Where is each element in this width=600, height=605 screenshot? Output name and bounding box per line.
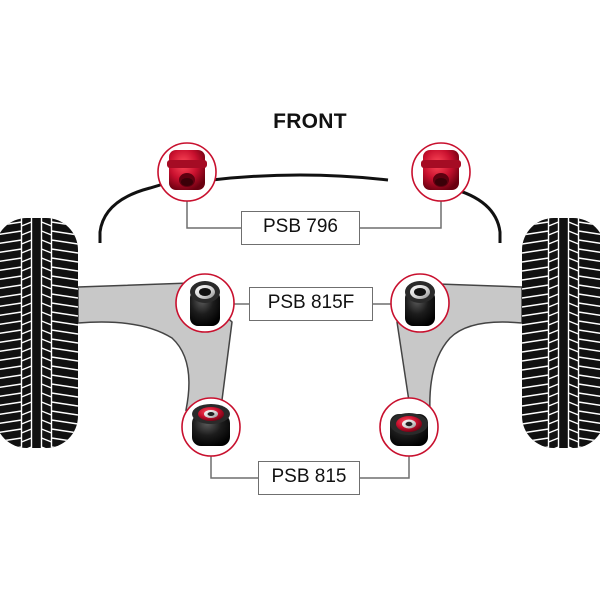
tread-sipe (0, 338, 78, 344)
bush-callout-815f-left (175, 273, 235, 333)
bush-callout-815-right (379, 397, 439, 457)
leader-796-left (186, 200, 241, 229)
tread-sipe (522, 320, 600, 326)
bush-callout-796-left (157, 142, 217, 202)
part-label-psb-815f: PSB 815F (249, 287, 373, 321)
tread-sipe (0, 365, 78, 371)
tread-sipe (522, 347, 600, 353)
tread-sipe (522, 239, 600, 245)
tread-sipe (0, 284, 78, 290)
tread-sipe (0, 311, 78, 317)
tread-sipe (0, 293, 78, 299)
tread-sipe (0, 275, 78, 281)
tread-sipe (522, 275, 600, 281)
tread-sipe (0, 248, 78, 254)
leader-796-right (360, 200, 442, 229)
tread-sipe (522, 365, 600, 371)
leader-815-right (360, 455, 410, 479)
anti-roll-bar-middle (211, 173, 389, 182)
tyre-left (0, 218, 78, 448)
tread-sipe (522, 374, 600, 380)
tread-sipe (522, 392, 600, 398)
tread-sipe (0, 230, 78, 236)
tread-sipe (522, 410, 600, 416)
tread-sipe (522, 293, 600, 299)
bush-callout-796-right (411, 142, 471, 202)
tread-sipe (522, 311, 600, 317)
tread-sipe (522, 437, 600, 443)
tread-sipe (522, 428, 600, 434)
bush-callout-815-left (181, 397, 241, 457)
anti-roll-bar-left (98, 180, 171, 243)
tread-sipe (522, 302, 600, 308)
tread-sipe (0, 266, 78, 272)
tread-sipe (0, 428, 78, 434)
tread-sipe (522, 266, 600, 272)
tread-sipe (522, 329, 600, 335)
tread-sipe (522, 257, 600, 263)
tread-sipe (0, 356, 78, 362)
tread-sipe (0, 392, 78, 398)
tread-sipe (522, 284, 600, 290)
tread-sipe (0, 410, 78, 416)
tread-sipe (0, 239, 78, 245)
tread-sipe (0, 419, 78, 425)
tread-sipe (0, 257, 78, 263)
tread-sipe (0, 329, 78, 335)
tread-sipe (522, 356, 600, 362)
part-label-psb-815: PSB 815 (258, 461, 360, 495)
tread-sipe (0, 302, 78, 308)
bush-callout-815f-right (390, 273, 450, 333)
tread-sipe (522, 338, 600, 344)
tread-sipe (522, 230, 600, 236)
front-label: FRONT (273, 110, 347, 133)
leader-815-left (210, 455, 258, 479)
tread-sipe (0, 347, 78, 353)
tread-sipe (0, 374, 78, 380)
tread-sipe (0, 437, 78, 443)
tread-sipe (522, 248, 600, 254)
tread-sipe (522, 419, 600, 425)
tyre-right (522, 218, 600, 448)
tread-sipe (0, 383, 78, 389)
tread-sipe (0, 401, 78, 407)
part-label-psb-796: PSB 796 (241, 211, 360, 245)
tread-sipe (522, 383, 600, 389)
tread-sipe (522, 401, 600, 407)
tread-sipe (0, 320, 78, 326)
